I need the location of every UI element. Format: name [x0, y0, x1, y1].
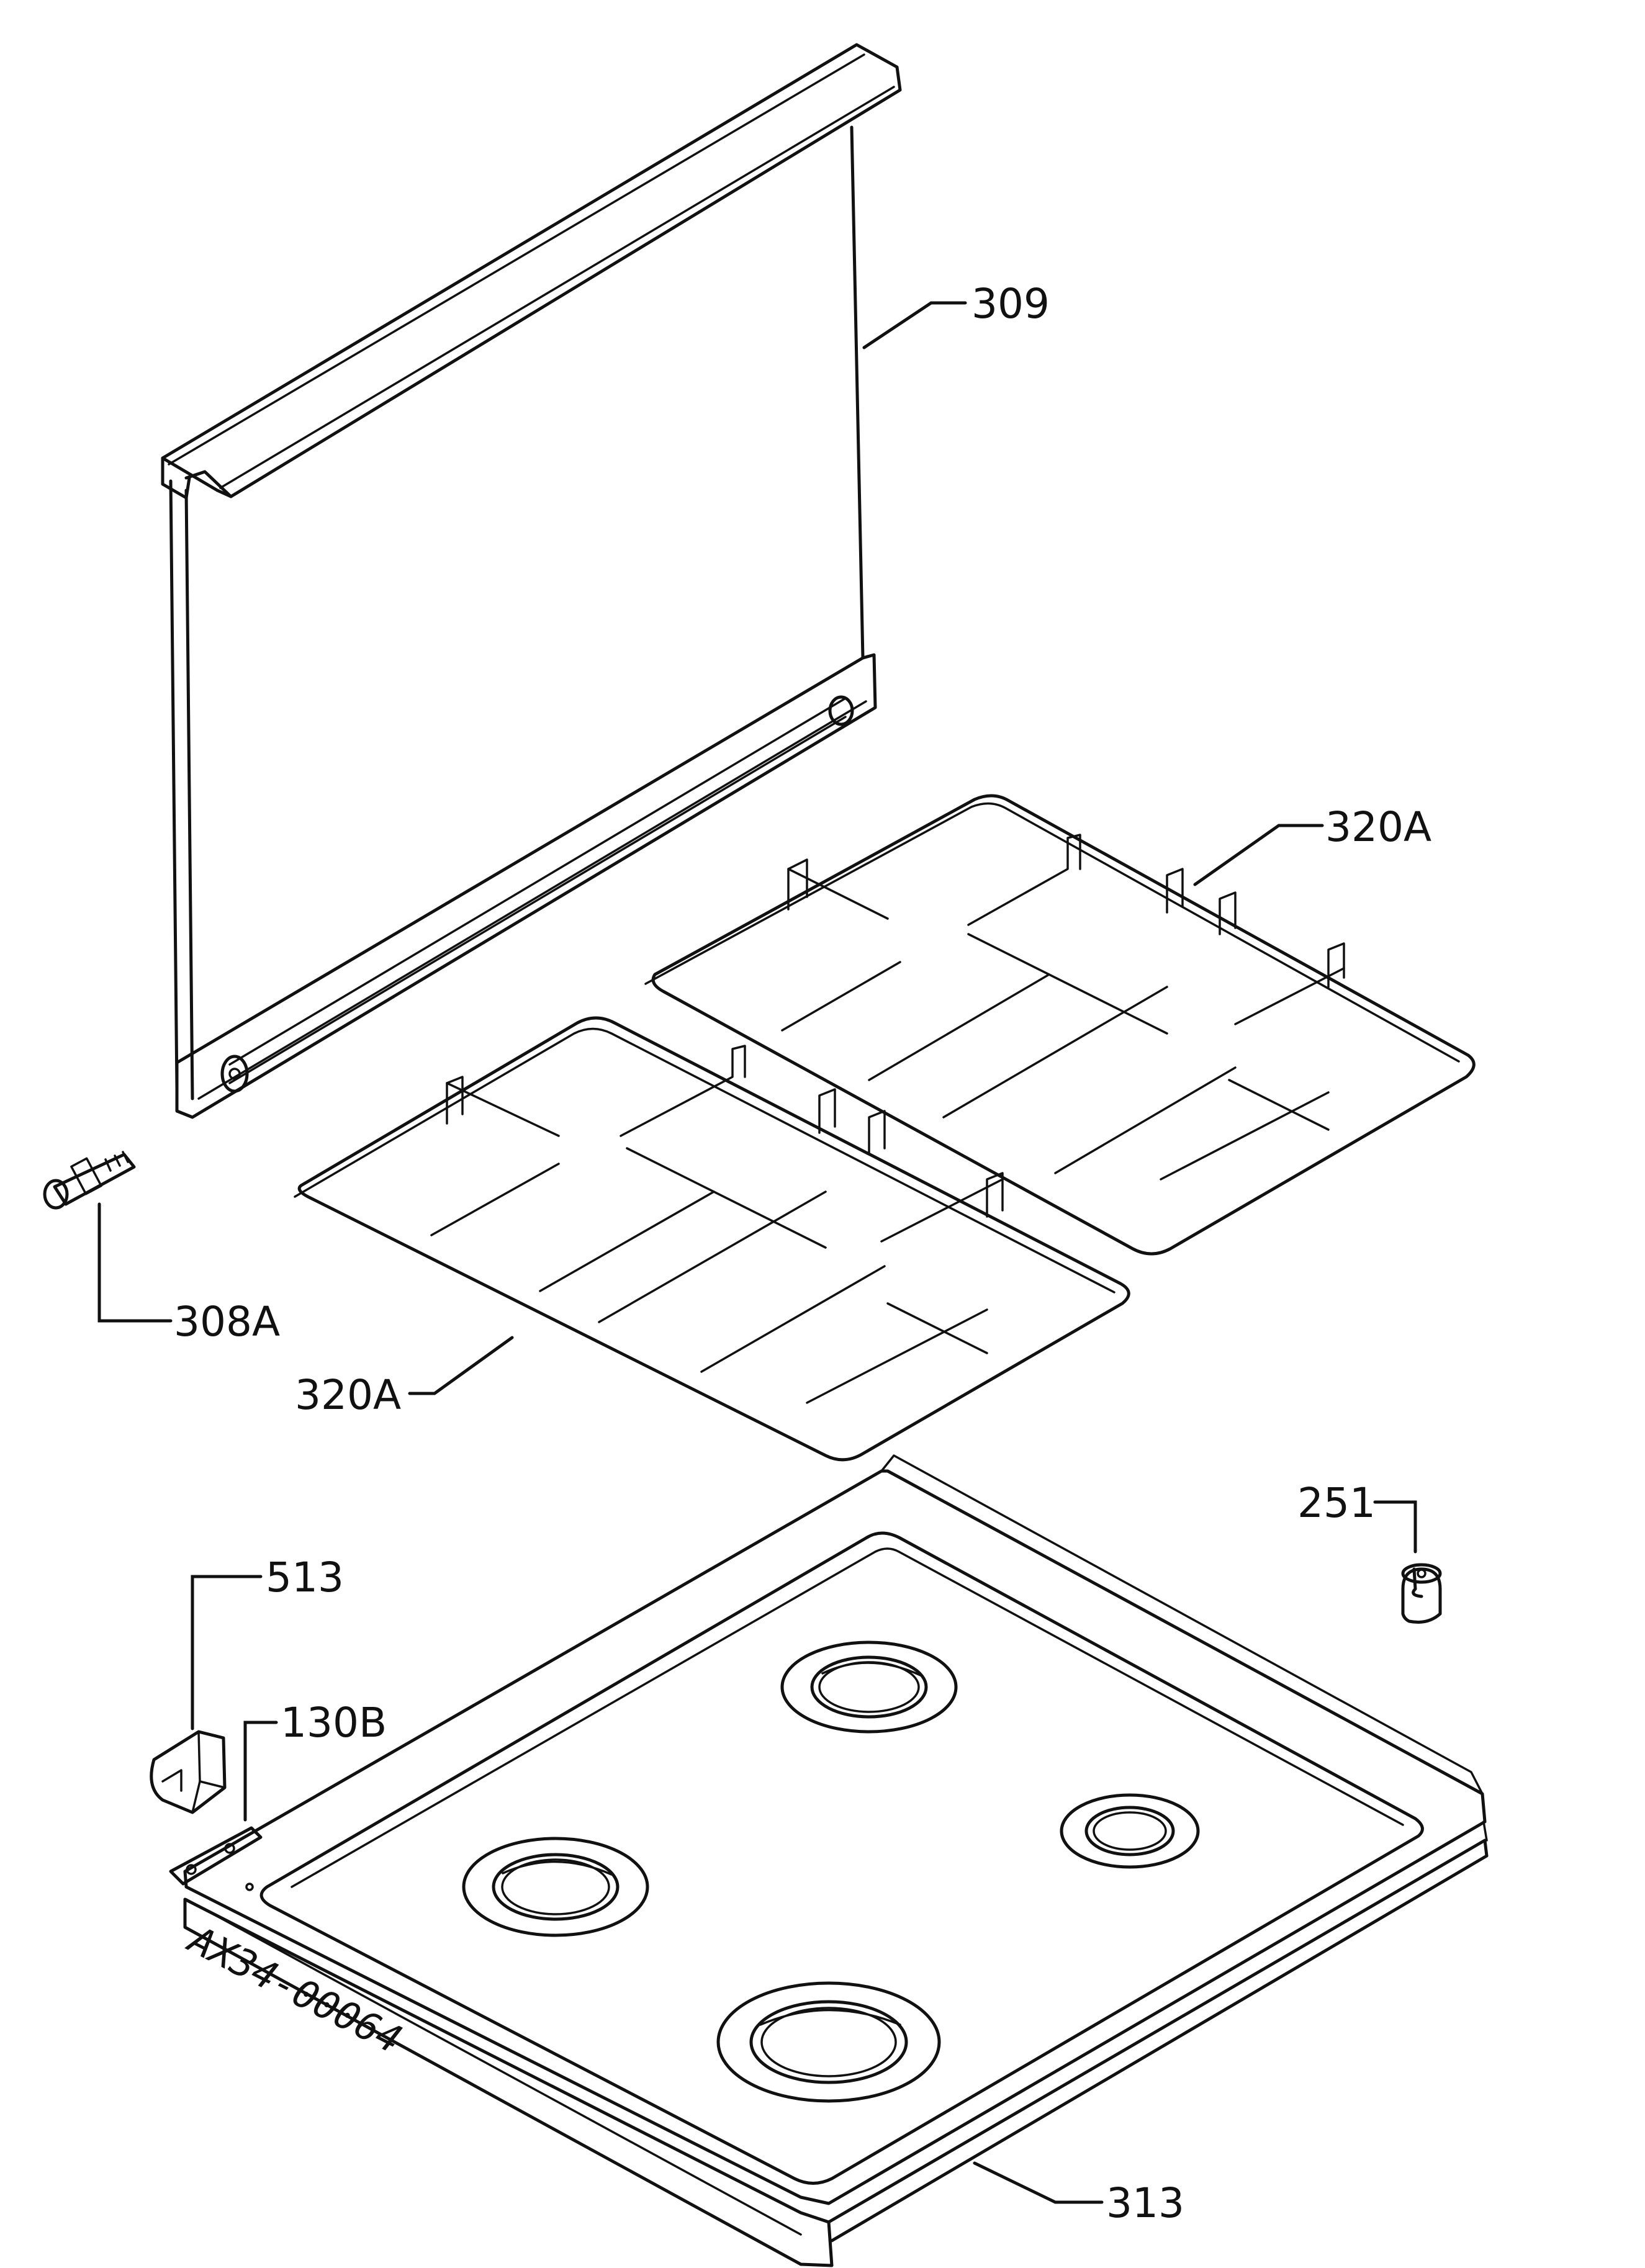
callout-130b: 130B	[281, 1699, 387, 1747]
callout-309: 309	[971, 280, 1050, 328]
callout-313: 313	[1106, 2179, 1184, 2227]
leader-130b	[243, 1721, 278, 1822]
drawing-reference: AX34-00064	[180, 1916, 409, 2063]
leader-320a-bottom	[408, 1336, 514, 1395]
leader-313	[973, 2161, 1104, 2204]
leader-308a	[97, 1202, 173, 1323]
leader-309	[862, 301, 967, 349]
callout-320a-top: 320A	[1325, 803, 1431, 851]
callout-320a-bottom: 320A	[295, 1371, 401, 1419]
callout-308a: 308A	[174, 1298, 280, 1346]
callout-251: 251	[1297, 1479, 1376, 1527]
leader-513	[191, 1575, 263, 1730]
leader-320a-top	[1193, 824, 1324, 886]
pan-support-front-320a	[294, 1016, 1130, 1462]
callout-513: 513	[266, 1554, 344, 1601]
hob-top-313	[183, 1454, 1489, 2267]
hinge-pin-308a	[43, 1151, 136, 1210]
glass-lid-309	[161, 43, 902, 1119]
ignition-switch-513	[150, 1730, 227, 1814]
leader-251	[1373, 1500, 1417, 1554]
control-knob-251	[1401, 1563, 1442, 1624]
pan-support-rear-320a	[644, 794, 1476, 1256]
